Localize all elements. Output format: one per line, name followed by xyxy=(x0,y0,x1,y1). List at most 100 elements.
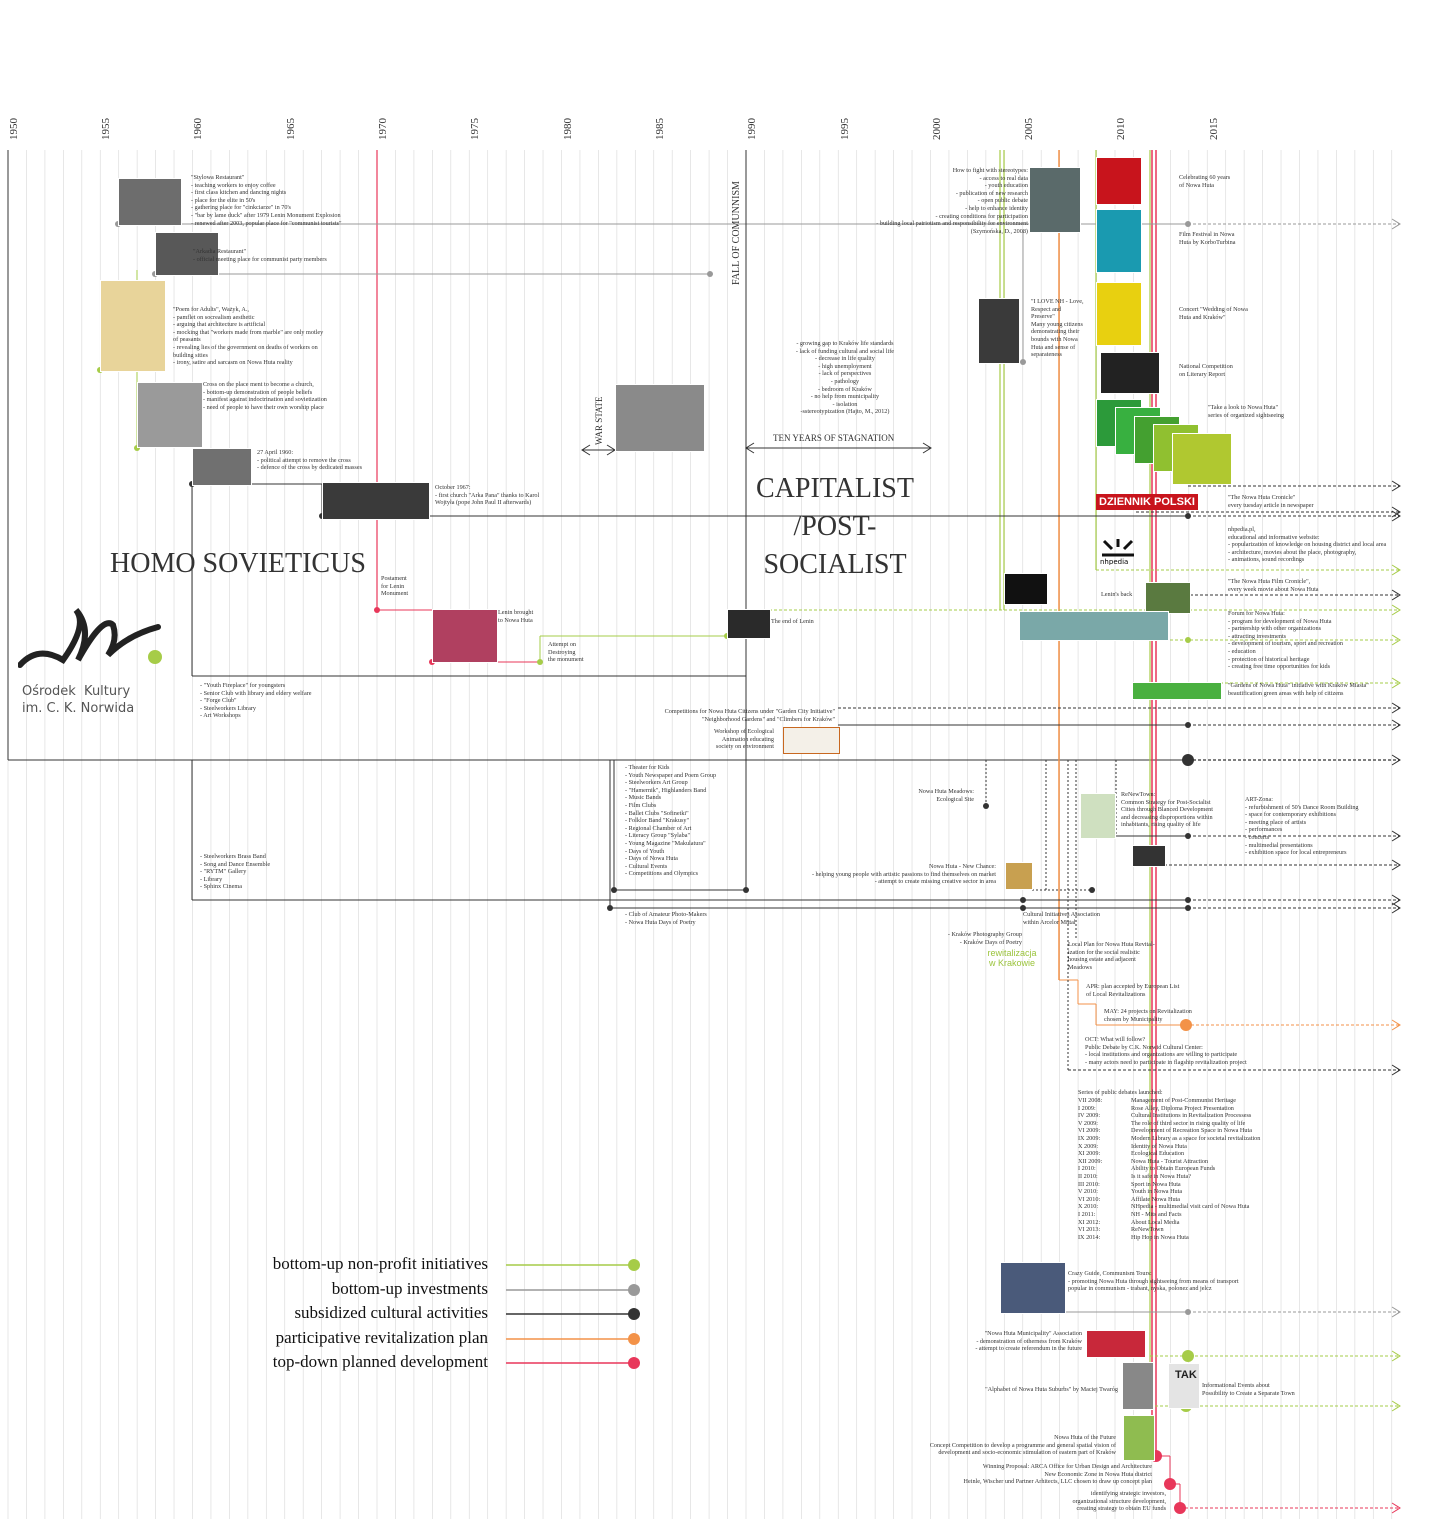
text-arcelor: Cultural Initiatives Association within … xyxy=(1023,911,1100,926)
dot xyxy=(374,607,380,613)
text-look-nh: "Take a look to Nowa Huta" series of org… xyxy=(1208,404,1285,419)
year-label: 2000 xyxy=(931,118,943,140)
photo-gardens xyxy=(1132,682,1222,700)
text-meadows: Nowa Huta Meadows: Ecological Site xyxy=(918,788,974,803)
text-literary: National Competition on Literary Report xyxy=(1179,363,1233,378)
year-label: 1955 xyxy=(100,118,112,140)
text-green-areas: "Gardens of Nowa Huta" initiative with K… xyxy=(1228,682,1369,697)
dot xyxy=(611,887,617,893)
era-homo-sovieticus: HOMO SOVIETICUS xyxy=(110,548,366,579)
stagnation-label: TEN YEARS OF STAGNATION xyxy=(773,433,895,443)
text-attempt: Attempt on Destroying the monument xyxy=(548,641,584,664)
dot xyxy=(1180,1019,1192,1031)
photo-renewtown xyxy=(1080,793,1116,839)
arrow-head xyxy=(1391,859,1401,871)
legend-label: bottom-up non-profit initiatives xyxy=(272,1254,488,1273)
logo-text: Ośrodek Kultury im. C. K. Norwida xyxy=(22,684,135,716)
text-cross: Cross on the place ment to become a chur… xyxy=(203,381,327,411)
dot xyxy=(1185,905,1191,911)
text-postament: Postament for Lenin Monument xyxy=(381,575,409,598)
photo-art-zona xyxy=(1132,845,1166,867)
text-film-cronicle: "The Nowa Huta Film Cronicle", every wee… xyxy=(1228,578,1319,593)
photo-eco-workshop xyxy=(783,727,840,754)
arrow-head xyxy=(1391,480,1401,492)
arrow-head xyxy=(1391,1350,1401,1362)
photo-crazy-guide xyxy=(1000,1262,1066,1314)
nhpedia-icon: nhpedia xyxy=(1100,539,1134,565)
text-nhpedia: nhpedia.pl, educational and informative … xyxy=(1228,526,1387,564)
dot xyxy=(1020,359,1026,365)
text-arkadia: "Arkadia Restaurant" - official meeting … xyxy=(193,248,327,263)
text-competitions: Competitions for Nowa Huta Citizens unde… xyxy=(664,708,835,723)
arrow-head xyxy=(1391,1064,1401,1076)
text-photo-makers: - Club of Amateur Photo-Makers - Nowa Hu… xyxy=(625,911,707,926)
arrow-head xyxy=(1391,218,1401,230)
dot xyxy=(1020,905,1026,911)
text-renewtown: ReNewTown: Common Strategy for Post-Soci… xyxy=(1121,791,1213,829)
legend-dot xyxy=(628,1259,640,1271)
year-label: 1960 xyxy=(192,118,204,140)
photo-april xyxy=(192,448,252,486)
legend-label: bottom-up investments xyxy=(331,1279,488,1298)
photo-end-lenin xyxy=(727,609,771,639)
text-october: October 1967: - first church "Arka Pana"… xyxy=(435,484,540,507)
fall-of-communism-label: FALL OF COMUNNISM xyxy=(731,181,742,285)
text-stereotypes: How to fight with stereotypes: - access … xyxy=(876,167,1028,235)
year-label: 2015 xyxy=(1208,118,1220,140)
text-alphabet: "Alphabet of Nowa Huta Suburbs" by Macie… xyxy=(985,1386,1118,1393)
photo-alphabet xyxy=(1122,1362,1154,1410)
arrow-head xyxy=(1391,1502,1401,1514)
dot xyxy=(1185,637,1191,643)
photo-literary xyxy=(1100,352,1160,394)
year-label: 1990 xyxy=(746,118,758,140)
photo-forum xyxy=(1019,611,1169,641)
text-debates-topics: Management of Post-Communist Heritage Ro… xyxy=(1131,1097,1261,1241)
photo-ilove-nh xyxy=(978,298,1020,364)
text-oct: OCT: What will follow? Public Debate by … xyxy=(1085,1036,1247,1066)
dot xyxy=(607,905,613,911)
dot xyxy=(983,803,989,809)
arrow-head xyxy=(1391,1019,1401,1031)
year-label: 1995 xyxy=(839,118,851,140)
legend-dot xyxy=(628,1308,640,1320)
legend-dot xyxy=(628,1333,640,1345)
year-label: 1970 xyxy=(377,118,389,140)
photo-concert xyxy=(1096,282,1142,346)
text-end-lenin: The end of Lenin xyxy=(771,618,814,625)
text-stagnation-list: - growing gap to Kraków life standards -… xyxy=(795,340,894,416)
photo-war-state xyxy=(615,384,705,452)
legend-dot xyxy=(628,1357,640,1369)
norwid-logo-icon xyxy=(18,608,162,668)
photo-film-festival xyxy=(1096,209,1142,273)
arrow-head xyxy=(1391,677,1401,689)
text-april: 27 April 1960: - political attempt to re… xyxy=(257,449,362,472)
era-capitalist: CAPITALIST /POST- SOCIALIST xyxy=(756,473,914,580)
year-label: 1975 xyxy=(469,118,481,140)
text-investors: identifying strategic investors, organiz… xyxy=(1072,1490,1166,1513)
text-celebrating: Celebrating 60 years of Nowa Huta xyxy=(1179,174,1231,189)
photo-kronika xyxy=(1004,573,1048,605)
text-new-chance: Nowa Huta - New Chance: - helping young … xyxy=(811,863,996,886)
dot xyxy=(1174,1502,1186,1514)
arrow-head xyxy=(1391,894,1401,906)
legend-label: participative revitalization plan xyxy=(275,1328,488,1347)
text-crazy-guide: Crazy Guide, Communism Tours: - promotin… xyxy=(1068,1270,1239,1293)
revitalizacja-logo: rewitalizacja w Krakowie xyxy=(987,948,1037,968)
text-may: MAY: 24 projects on Revitalization chose… xyxy=(1104,1008,1192,1023)
text-concert: Concert "Wedding of Nowa Huta and Kraków… xyxy=(1179,306,1248,321)
text-future: Nowa Huta of the Future Concept Competit… xyxy=(929,1434,1116,1457)
text-debates-header: Series of public debates launched: xyxy=(1078,1089,1163,1096)
arrow-head xyxy=(922,442,932,454)
arrow-head xyxy=(1391,589,1401,601)
text-municipality: "Nowa Huta Municipality" Association - d… xyxy=(975,1330,1082,1353)
arrow-head xyxy=(1391,506,1401,518)
text-ilove: "I LOVE NH - Love, Respect and Preserve"… xyxy=(1031,298,1084,359)
legend-label: subsidized cultural activities xyxy=(294,1303,488,1322)
year-label: 1985 xyxy=(654,118,666,140)
dot xyxy=(1185,833,1191,839)
text-theater: - Theater for Kids - Youth Newspaper and… xyxy=(625,764,717,878)
arrow-head xyxy=(1391,564,1401,576)
year-label: 2005 xyxy=(1023,118,1035,140)
text-debates-dates: VII 2008: I 2009: IV 2009: V 2009: VI 20… xyxy=(1078,1097,1103,1241)
text-brass: - Steelworkers Brass Band - Song and Dan… xyxy=(200,853,271,891)
